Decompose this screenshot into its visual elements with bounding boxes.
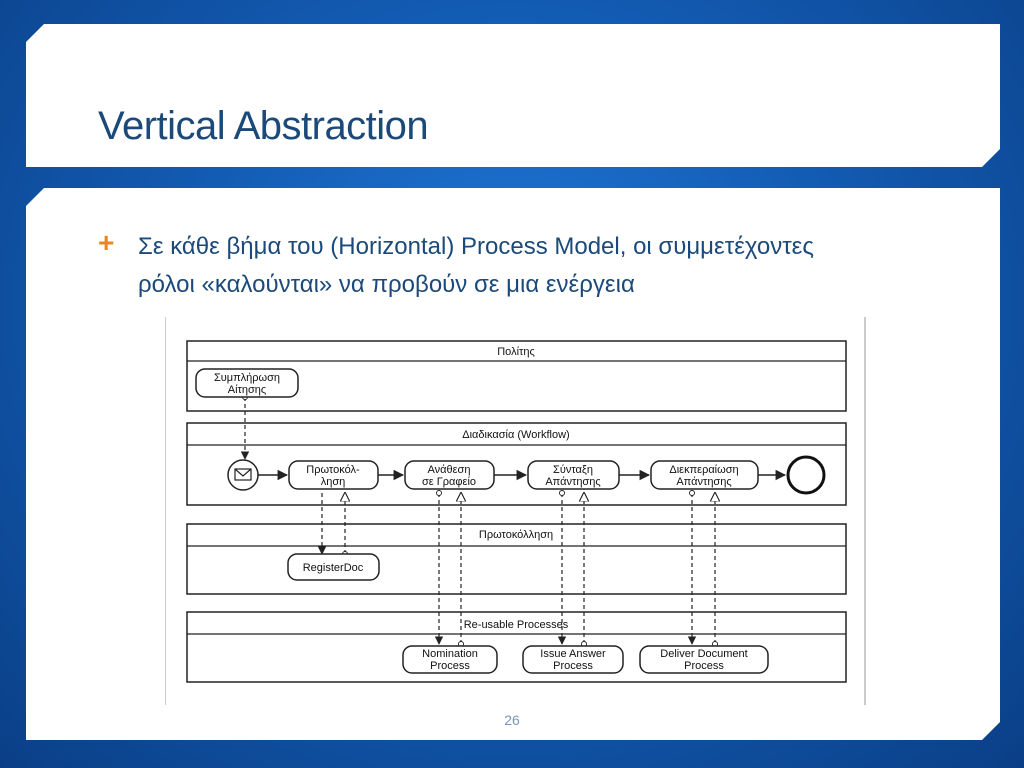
- svg-text:Απάντησης: Απάντησης: [676, 476, 731, 488]
- bullet-text: Σε κάθε βήμα του (Horizontal) Process Mo…: [138, 228, 988, 304]
- svg-text:Process: Process: [553, 660, 593, 672]
- lane-citizen-label: Πολίτης: [497, 346, 535, 358]
- svg-text:ληση: ληση: [321, 476, 346, 488]
- task-compose-answer: Σύνταξη Απάντησης: [527, 460, 620, 490]
- svg-text:Ανάθεση: Ανάθεση: [428, 464, 471, 476]
- lane-citizen: Πολίτης: [186, 340, 847, 412]
- svg-text:Πρωτοκόλ-: Πρωτοκόλ-: [306, 464, 360, 476]
- lane-workflow: Διαδικασία (Workflow): [186, 422, 847, 506]
- svg-text:Αίτησης: Αίτησης: [228, 384, 266, 396]
- svg-text:Σύνταξη: Σύνταξη: [553, 464, 593, 476]
- svg-text:Process: Process: [684, 660, 724, 672]
- task-protocol: Πρωτοκόλ- ληση: [288, 460, 379, 490]
- plus-icon: +: [98, 227, 115, 258]
- lane-reusable: Re-usable Processes: [186, 611, 847, 683]
- end-event: [786, 455, 826, 495]
- svg-text:Διεκπεραίωση: Διεκπεραίωση: [669, 464, 738, 476]
- task-complete-answer: Διεκπεραίωση Απάντησης: [650, 460, 759, 490]
- svg-text:Process: Process: [430, 660, 470, 672]
- bpmn-diagram: Πολίτης Διαδικασία (Workflow) Πρωτοκόλλη…: [164, 317, 866, 705]
- lane-workflow-label: Διαδικασία (Workflow): [462, 429, 569, 441]
- bullet-line-2: ρόλοι «καλούνται» να προβούν σε μια ενέρ…: [138, 271, 635, 298]
- title-panel: [26, 24, 1000, 167]
- message-flows: [240, 394, 715, 644]
- task-deliver-document-process: Deliver Document Process: [639, 645, 769, 674]
- svg-text:Issue Answer: Issue Answer: [540, 648, 606, 660]
- svg-text:Συμπλήρωση: Συμπλήρωση: [214, 372, 280, 384]
- task-issue-answer-process: Issue Answer Process: [522, 645, 624, 674]
- task-nomination-process: Nomination Process: [402, 645, 498, 674]
- envelope-icon: [234, 468, 252, 481]
- svg-text:Deliver Document: Deliver Document: [660, 648, 747, 660]
- lane-protocol-label: Πρωτοκόλληση: [479, 529, 553, 541]
- svg-text:RegisterDoc: RegisterDoc: [303, 562, 364, 574]
- task-fill-application: Συμπλήρωση Αίτησης: [195, 368, 299, 398]
- svg-text:σε Γραφείο: σε Γραφείο: [422, 476, 476, 488]
- task-registerdoc: RegisterDoc: [287, 553, 380, 581]
- slide-title: Vertical Abstraction: [98, 104, 429, 148]
- task-assign-office: Ανάθεση σε Γραφείο: [404, 460, 495, 490]
- svg-text:Nomination: Nomination: [422, 648, 478, 660]
- lane-protocol: Πρωτοκόλληση: [186, 523, 847, 595]
- page-number: 26: [504, 712, 520, 728]
- lane-reusable-label: Re-usable Processes: [464, 619, 569, 631]
- bullet-line-1: Σε κάθε βήμα του (Horizontal) Process Mo…: [138, 233, 814, 260]
- svg-text:Απάντησης: Απάντησης: [545, 476, 600, 488]
- start-message-event: [227, 459, 259, 491]
